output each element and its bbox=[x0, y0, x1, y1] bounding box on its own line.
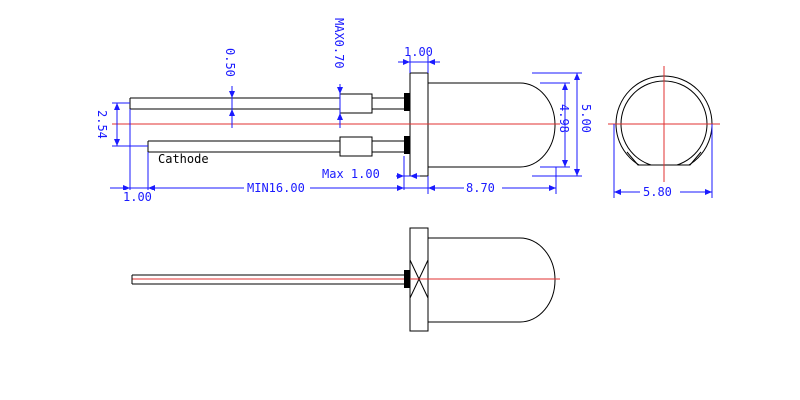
dim-kink-to-flange: Max 1.00 bbox=[322, 156, 420, 190]
dim-body-height: 5.00 4.98 bbox=[532, 72, 593, 177]
side-body-outline bbox=[428, 237, 556, 323]
front-view: 5.80 bbox=[608, 66, 720, 199]
outer-height-label: 5.00 bbox=[579, 104, 593, 133]
lead-diameter-label: 0.50 bbox=[223, 48, 237, 77]
dim-bottom-chain: 1.00 MIN16.00 8.70 bbox=[110, 109, 557, 204]
dim-lead-spacing: 2.54 bbox=[95, 102, 148, 147]
side-lead bbox=[131, 270, 410, 288]
cathode-label: Cathode bbox=[158, 152, 209, 166]
kink-to-flange-label: Max 1.00 bbox=[322, 167, 380, 181]
body-length-label: 8.70 bbox=[466, 181, 495, 195]
side-view bbox=[131, 227, 560, 332]
lead-length-label: MIN16.00 bbox=[247, 181, 305, 195]
inner-height-label: 4.98 bbox=[557, 104, 571, 133]
dim-flange-thickness: 1.00 bbox=[398, 45, 440, 73]
anode-lead bbox=[129, 93, 410, 114]
cathode-lead bbox=[147, 136, 410, 157]
lead-spacing-label: 2.54 bbox=[95, 110, 109, 139]
lead-offset-label: 1.00 bbox=[123, 190, 152, 204]
flange-thickness-label: 1.00 bbox=[404, 45, 433, 59]
top-view: Cathode 0.50 MAX0.70 1.00 bbox=[95, 18, 593, 204]
dim-lead-kink: MAX0.70 bbox=[332, 18, 346, 128]
flange-diameter-label: 5.80 bbox=[643, 185, 672, 199]
dim-flange-diameter: 5.80 bbox=[613, 124, 713, 199]
lead-kink-label: MAX0.70 bbox=[332, 18, 346, 69]
led-body-outline bbox=[428, 82, 556, 168]
dim-lead-diameter: 0.50 bbox=[223, 48, 237, 128]
